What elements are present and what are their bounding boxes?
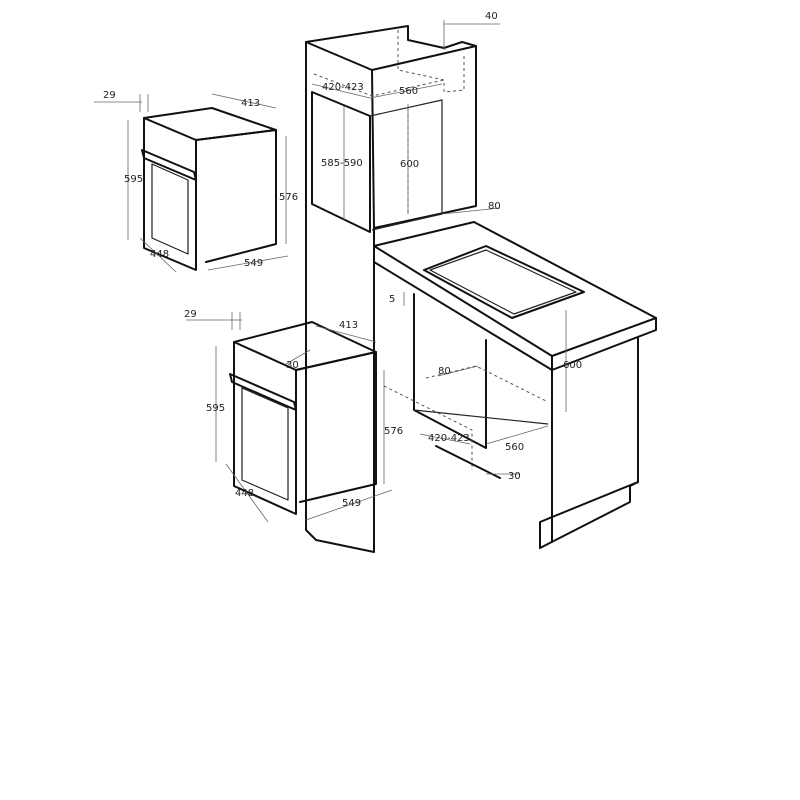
oven1-top [143, 107, 277, 141]
label-base-420-423: 420-423 [428, 433, 470, 444]
dimline-oven2-29 [186, 312, 242, 330]
label-tall-80: 80 [488, 201, 501, 212]
tall-cabinet-outline [305, 25, 477, 553]
label-base-600: 600 [563, 360, 582, 371]
base-floor-dash [383, 385, 473, 470]
label-oven1-576: 576 [279, 192, 298, 203]
tall-niche-back [369, 99, 443, 231]
base-oven-opening [413, 293, 487, 449]
label-oven1-448: 448 [150, 249, 169, 260]
dimline-base-420 [419, 433, 471, 445]
label-oven1-413: 413 [241, 98, 260, 109]
dimension-labels: 29 413 595 576 448 549 40 420-423 560 58… [103, 11, 582, 509]
dimline-oven2-413 [315, 325, 377, 343]
hob-inner [429, 249, 577, 315]
countertop-top [373, 221, 657, 357]
countertop-side-edge [551, 317, 657, 371]
label-base-80: 80 [438, 366, 451, 377]
label-tall-560: 560 [399, 86, 418, 97]
label-tall-420-423: 420-423 [322, 82, 364, 93]
dimline-oven1-549 [207, 255, 289, 271]
label-oven2-448: 448 [235, 488, 254, 499]
dimline-tall-40 [443, 20, 500, 50]
dimline-tall-420 [311, 83, 371, 99]
label-oven1-549: 549 [244, 258, 263, 269]
base-opening-floor [413, 409, 549, 425]
oven2-side [295, 351, 377, 503]
label-tall-600: 600 [400, 159, 419, 170]
dimline-base-560 [485, 425, 549, 445]
dimline-tall-80 [441, 207, 501, 215]
dimline-tall-560 [369, 83, 443, 99]
tall-vent-dash [397, 30, 445, 92]
base-plinth [539, 481, 639, 549]
label-oven1-595: 595 [124, 174, 143, 185]
oven-2 [229, 321, 377, 515]
oven2-front [233, 341, 297, 515]
oven1-door-glass [151, 163, 189, 255]
tall-cabinet [305, 25, 477, 553]
oven1-handle [141, 149, 197, 181]
countertop-front-edge [373, 245, 553, 371]
base-side-edge [539, 337, 639, 549]
dimline-oven2-549 [305, 489, 393, 521]
label-oven2-29: 29 [184, 309, 197, 320]
dimline-oven1-29 [94, 94, 149, 112]
oven2-handle [229, 373, 297, 411]
oven1-side [195, 129, 277, 263]
label-oven2-576: 576 [384, 426, 403, 437]
base-vent-slot [435, 445, 501, 479]
label-base-5: 5 [389, 294, 395, 305]
dimline-oven1-448 [139, 237, 177, 273]
dimline-oven2-448 [225, 463, 269, 523]
label-oven1-29: 29 [103, 90, 116, 101]
label-tall-585-590: 585-590 [321, 158, 363, 169]
dimline-base-80 [437, 365, 479, 377]
dimline-oven2-30 [285, 349, 311, 365]
label-oven2-30: 30 [286, 360, 299, 371]
oven1-front [143, 117, 197, 271]
tall-niche-opening [311, 91, 371, 233]
tall-top-dash [313, 73, 445, 97]
label-base-30: 30 [508, 471, 521, 482]
label-oven2-549: 549 [342, 498, 361, 509]
label-oven2-595: 595 [206, 403, 225, 414]
label-tall-40: 40 [485, 11, 498, 22]
oven-1 [141, 107, 277, 271]
tall-rear-dash [443, 56, 465, 93]
hob-outline [423, 245, 585, 319]
oven2-door-glass [241, 387, 289, 501]
dimline-oven1-413 [211, 93, 277, 109]
base-cabinet [373, 221, 657, 549]
dimension-lines [94, 20, 567, 523]
label-oven2-413: 413 [339, 320, 358, 331]
label-base-560: 560 [505, 442, 524, 453]
tall-cabinet-front-edge [371, 69, 375, 229]
